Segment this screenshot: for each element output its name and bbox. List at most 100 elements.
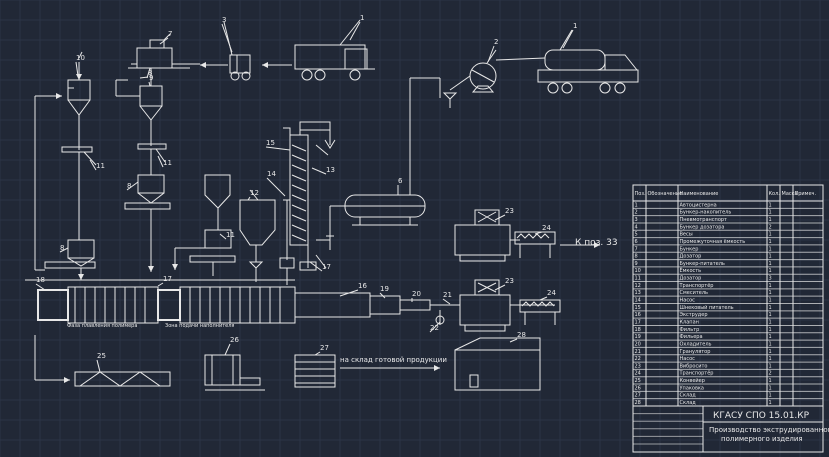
callout-n3: 3 [222,16,226,24]
table-cell: 1 [769,305,772,311]
table-cell: 8 [635,254,638,260]
callout-n13: 13 [326,166,335,174]
table-cell: 1 [769,341,772,347]
callout-n20: 20 [412,290,421,298]
table-header: Обозначение [648,191,683,197]
table-cell: 3 [769,276,772,282]
table-cell: 1 [769,232,772,238]
table-cell: 1 [769,378,772,384]
table-cell: Клапан [680,319,699,325]
table-cell: 1 [769,349,772,355]
table-cell: Автоцистерна [680,202,717,208]
pump-2 [409,49,546,185]
table-cell: Склад [680,400,697,406]
table-cell: Транспортёр [679,371,714,377]
callout-n24: 24 [547,289,556,297]
title-code: КГАСУ СПО 15.01.КР [713,411,810,421]
table-cell: Конвейер [680,377,705,384]
table-cell: 17 [635,319,641,325]
table-cell: Упаковка [680,385,705,391]
callout-n10: 10 [76,54,85,62]
vibrosieve-23 [454,209,520,262]
table-cell: 1 [769,334,772,340]
callout-n1: 1 [360,14,364,22]
table-cell: 26 [635,385,641,391]
table-cell: 4 [635,224,638,230]
return-line [34,93,62,271]
callout-n21: 21 [443,291,452,299]
table-cell: Склад [680,393,697,399]
table-cell: 28 [635,400,641,406]
table-cell: 2 [769,224,772,230]
table-cell: Вибросито [680,363,708,369]
table-cell: Фильтр [680,327,700,333]
table-cell: 1 [769,393,772,399]
table-cell: 1 [769,261,772,267]
table-cell: 3 [635,217,638,223]
tank-6 [329,185,426,232]
table-cell: Экструдер [680,312,708,318]
screw-feeder-15 [279,121,336,285]
table-cell: 2 [769,371,772,377]
table-cell: 1 [769,385,772,391]
annotation-to-item: К поз. 33 [575,238,618,248]
table-cell: 18 [635,327,641,333]
table-cell: 1 [769,400,772,406]
callout-n12: 12 [250,189,259,197]
hopper-middle [172,174,236,276]
table-cell: Шнековый питатель [680,304,734,311]
table-cell: 15 [635,305,641,311]
table-cell: 13 [635,290,641,296]
dosing-8-lower [44,239,96,280]
table-cell: 5 [635,232,638,238]
table-cell: 12 [635,283,641,289]
annotation-zone-mid: Зона подачи наполнителя [165,323,234,329]
table-header: Кол. [769,191,781,197]
table-cell: 24 [635,371,641,377]
callout-n26: 26 [230,336,239,344]
table-cell: 10 [635,268,641,274]
table-cell: 2 [635,210,638,216]
table-cell: 9 [635,261,638,267]
callout-n7: 7 [168,30,172,38]
table-cell: 21 [635,349,641,355]
warehouse-28 [454,337,541,391]
table-cell: 16 [635,312,641,318]
table-cell: 23 [635,363,641,369]
annotation-dispatch: на склад готовой продукции [340,356,447,364]
table-cell: 14 [635,298,641,304]
table-cell: Бункер [680,246,699,252]
callout-n16: 16 [358,282,367,290]
callout-n6: 6 [398,177,403,185]
callout-n1: 1 [573,22,577,30]
hopper-12 [239,189,276,282]
table-cell: Промежуточная ёмкость [680,239,746,245]
tanker-truck-right [537,29,639,94]
hopper-9 [115,67,167,175]
callout-n11: 11 [226,231,235,239]
table-cell: Дозатор [680,276,702,282]
table-cell: Гранулятор [680,349,711,355]
callout-n14: 14 [267,170,276,178]
callout-n11: 11 [163,159,172,167]
table-header: Поз. [635,191,646,197]
table-cell: 11 [635,276,641,282]
weigher-7 [128,33,200,69]
table-header: Масса [782,191,798,197]
table-header: Наименование [680,191,719,197]
callout-n28: 28 [517,331,526,339]
callout-n11: 11 [96,162,105,170]
table-cell: Ёмкость [680,267,702,274]
table-cell: Насос [680,356,696,362]
table-cell: 1 [769,217,772,223]
table-cell: 1 [769,202,772,208]
table-cell: 25 [635,378,641,384]
callout-n22: 22 [430,324,439,332]
table-cell: Смеситель [680,290,709,296]
packaging-26 [204,354,265,391]
callout-n23: 23 [505,207,514,215]
hopper-10 [61,51,97,240]
store-27 [294,354,440,388]
table-cell: 1 [769,268,772,274]
